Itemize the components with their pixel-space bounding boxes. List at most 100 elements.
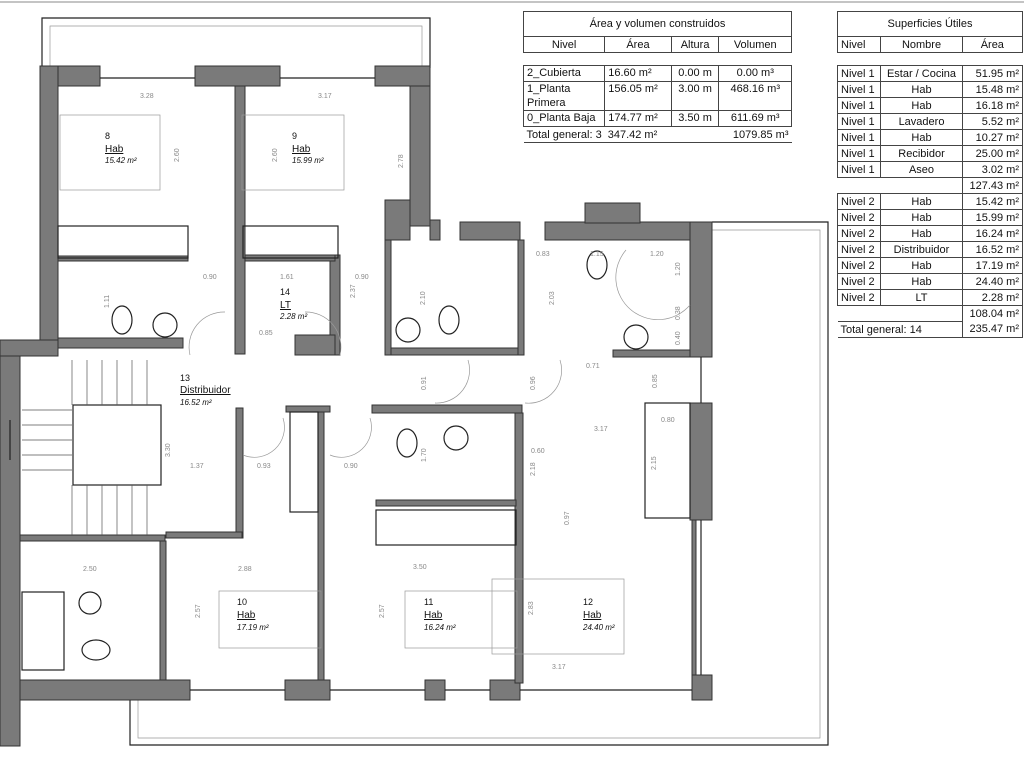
room-number: 13 [180, 373, 190, 383]
wardrobe [644, 402, 691, 519]
column-header: Nombre [880, 36, 963, 53]
room-number: 11 [424, 597, 433, 607]
table-title: Área y volumen construidos [523, 11, 792, 37]
total-area: 347.42 m² [604, 126, 672, 143]
cell-area: 174.77 m² [604, 110, 672, 127]
total-row: Total general: 3 347.42 m² 1079.85 m³ [523, 126, 792, 143]
cell-nivel: Nivel 1 [836, 65, 882, 82]
cell-nombre: LT [880, 289, 963, 306]
dimension-label: 0.40 [675, 331, 682, 345]
toilet [396, 428, 418, 458]
dimension-label: 3.30 [165, 443, 172, 457]
cell-area: 156.05 m² [604, 81, 672, 111]
dimension-label: 2.57 [379, 604, 386, 618]
cell-area: 17.19 m² [961, 257, 1024, 274]
dimension-label: 0.93 [257, 463, 271, 470]
areas-schedule-table: Superficies Útiles Nivel Nombre Área Niv… [836, 11, 1024, 338]
cell-nivel: Nivel 1 [836, 97, 882, 114]
room-area: 15.42 m² [105, 156, 137, 165]
cell-altura: 3.00 m [670, 81, 720, 111]
toilet [586, 250, 608, 280]
cell-area: 2.28 m² [961, 289, 1024, 306]
room-number: 8 [105, 131, 110, 141]
dimension-label: 2.18 [530, 462, 537, 476]
cell-area: 16.18 m² [961, 97, 1024, 114]
room-area: 16.24 m² [424, 623, 456, 632]
dimension-label: 2.57 [195, 604, 202, 618]
cell-nombre: Estar / Cocina [880, 65, 963, 82]
room-name: Hab [292, 144, 311, 155]
cell-area: 15.48 m² [961, 81, 1024, 98]
cell-nombre: Distribuidor [880, 241, 963, 258]
dimension-label: 0.85 [259, 330, 273, 337]
cell-nombre: Hab [880, 193, 963, 210]
cell-nivel: Nivel 2 [836, 273, 882, 290]
dimension-label: 3.17 [552, 664, 566, 671]
wardrobe [242, 225, 339, 259]
dimension-label: 2.10 [420, 291, 427, 305]
volume-schedule-table: Área y volumen construidos Nivel Área Al… [522, 11, 792, 143]
room-name: Hab [583, 610, 602, 621]
shower [21, 591, 65, 671]
total-label: Total general: 14 [837, 321, 963, 338]
dimension-label: 0.97 [564, 511, 571, 525]
total-label: Total general: 3 [523, 126, 605, 143]
cell-altura: 0.00 m [670, 65, 720, 82]
bed [241, 114, 345, 191]
dimension-label: 0.83 [536, 251, 550, 258]
walls [0, 65, 713, 747]
cell-nivel: Nivel 2 [836, 241, 882, 258]
room-area: 2.28 m² [279, 312, 307, 321]
dimension-label: 1.20 [675, 262, 682, 276]
cell-area: 16.24 m² [961, 225, 1024, 242]
stair-landing [72, 404, 162, 486]
cell-area: 15.99 m² [961, 209, 1024, 226]
toilet [81, 639, 111, 661]
cell-area: 15.42 m² [961, 193, 1024, 210]
bed [491, 578, 625, 655]
cell-area: 16.52 m² [961, 241, 1024, 258]
total-area: 235.47 m² [961, 321, 1024, 338]
room-area: 24.40 m² [582, 623, 615, 632]
column-header: Nivel [836, 36, 882, 53]
dimension-label: 0.38 [675, 306, 682, 320]
cell-nivel: 0_Planta Baja [522, 110, 606, 127]
dimension-label: 1.20 [650, 251, 664, 258]
column-header: Altura [670, 36, 720, 53]
table-row: 2_Cubierta 16.60 m² 0.00 m 0.00 m³ [522, 65, 792, 82]
washbasin [443, 425, 469, 451]
cell-nivel: Nivel 2 [836, 209, 882, 226]
washbasin [623, 324, 649, 350]
dimension-label: 0.71 [586, 363, 600, 370]
column-header: Área [604, 36, 672, 53]
dimension-label: 2.83 [528, 601, 535, 615]
cell-nivel: 2_Cubierta [522, 65, 606, 82]
dimension-label: 1.70 [421, 448, 428, 462]
cell-nombre: Hab [880, 257, 963, 274]
cell-volumen: 0.00 m³ [718, 65, 792, 82]
room-name: Hab [105, 144, 124, 155]
room-number: 14 [280, 287, 290, 297]
cell-volumen: 611.69 m³ [718, 110, 792, 127]
cell-nombre: Hab [880, 129, 963, 146]
room-area: 15.99 m² [292, 156, 324, 165]
dimension-label: 0.80 [661, 417, 675, 424]
column-header: Volumen [718, 36, 792, 53]
cell-nivel: Nivel 1 [836, 161, 882, 178]
dimension-label: 3.50 [413, 564, 427, 571]
dimension-label: 1.11 [104, 295, 111, 308]
room-number: 12 [583, 597, 593, 607]
room-number: 10 [237, 597, 247, 607]
cell-area: 10.27 m² [961, 129, 1024, 146]
dimension-label: 0.90 [344, 463, 358, 470]
